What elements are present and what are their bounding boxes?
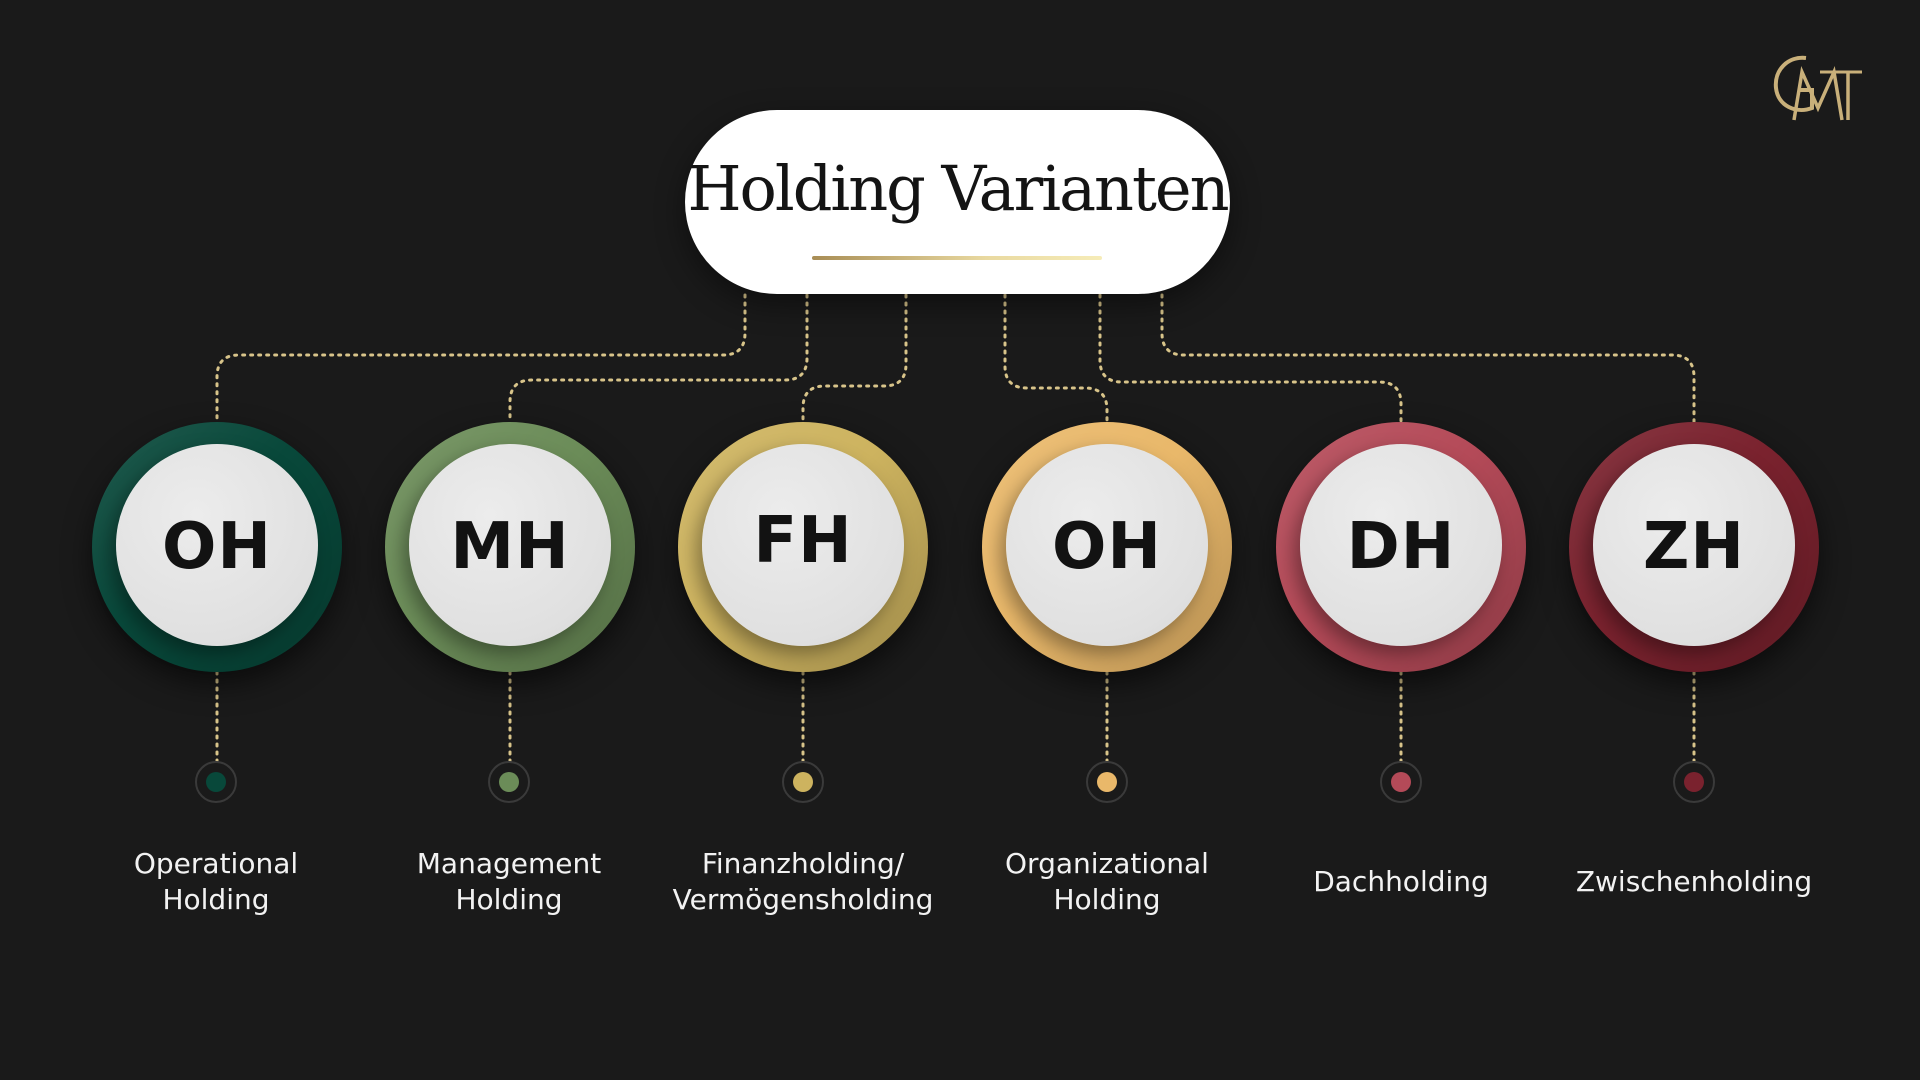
node-dh-dachholding: DH	[1276, 422, 1526, 672]
node-label: Management Holding	[416, 847, 602, 916]
node-label: Zwischenholding	[1575, 865, 1813, 898]
dot-core	[1391, 772, 1411, 792]
node-abbreviation: ZH	[1643, 510, 1745, 584]
node-oh-operational: OH	[92, 422, 342, 672]
node-marker-dot	[488, 761, 530, 803]
node-inner-disc: FH	[702, 444, 904, 646]
diagram-title: Holding Varianten	[687, 152, 1229, 225]
node-marker-dot	[782, 761, 824, 803]
node-abbreviation: OH	[162, 510, 272, 584]
dot-core	[793, 772, 813, 792]
title-pill: Holding Varianten	[685, 110, 1230, 294]
node-fh-finanzholding: FH	[678, 422, 928, 672]
node-marker-dot	[1380, 761, 1422, 803]
node-zh-zwischenholding: ZH	[1569, 422, 1819, 672]
node-label: Organizational Holding	[1005, 847, 1209, 916]
connector-title-to-node	[1003, 293, 1109, 424]
node-label: Finanzholding/ Vermögensholding	[672, 847, 934, 916]
dot-core	[1684, 772, 1704, 792]
connector-title-to-node	[508, 293, 809, 424]
node-mh-management: MH	[385, 422, 635, 672]
node-label: Operational Holding	[133, 847, 299, 916]
title-underline	[812, 256, 1102, 260]
node-inner-disc: DH	[1300, 444, 1502, 646]
node-marker-dot	[1086, 761, 1128, 803]
node-abbreviation: OH	[1052, 510, 1162, 584]
node-oh-organizational: OH	[982, 422, 1232, 672]
node-inner-disc: MH	[409, 444, 611, 646]
node-marker-dot	[1673, 761, 1715, 803]
gm-monogram-icon	[1768, 50, 1864, 130]
dot-core	[1097, 772, 1117, 792]
connector-title-to-node	[1098, 293, 1403, 424]
dot-core	[499, 772, 519, 792]
node-inner-disc: ZH	[1593, 444, 1795, 646]
node-abbreviation: FH	[753, 504, 853, 578]
node-inner-disc: OH	[1006, 444, 1208, 646]
connector-title-to-node	[215, 293, 747, 424]
dot-core	[206, 772, 226, 792]
node-abbreviation: MH	[450, 510, 570, 584]
node-marker-dot	[195, 761, 237, 803]
node-inner-disc: OH	[116, 444, 318, 646]
node-abbreviation: DH	[1346, 510, 1456, 584]
node-label: Dachholding	[1313, 865, 1489, 898]
connector-title-to-node	[1160, 293, 1696, 424]
connector-title-to-node	[801, 293, 908, 424]
